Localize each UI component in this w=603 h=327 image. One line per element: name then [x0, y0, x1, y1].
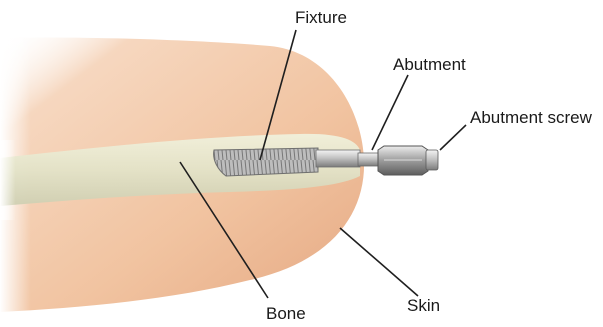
abutment-screw-label: Abutment screw — [470, 108, 593, 127]
fixture-label: Fixture — [295, 8, 347, 27]
abutment-label: Abutment — [393, 55, 466, 74]
skin-leader — [340, 228, 418, 296]
abutment-part — [358, 153, 380, 166]
abutment-leader — [372, 75, 408, 150]
skin-label: Skin — [407, 296, 440, 315]
abutment-screw-part — [378, 146, 438, 175]
bone-label: Bone — [266, 304, 306, 323]
abutment-screw-leader — [440, 125, 466, 150]
bone-left-fade — [0, 140, 70, 220]
